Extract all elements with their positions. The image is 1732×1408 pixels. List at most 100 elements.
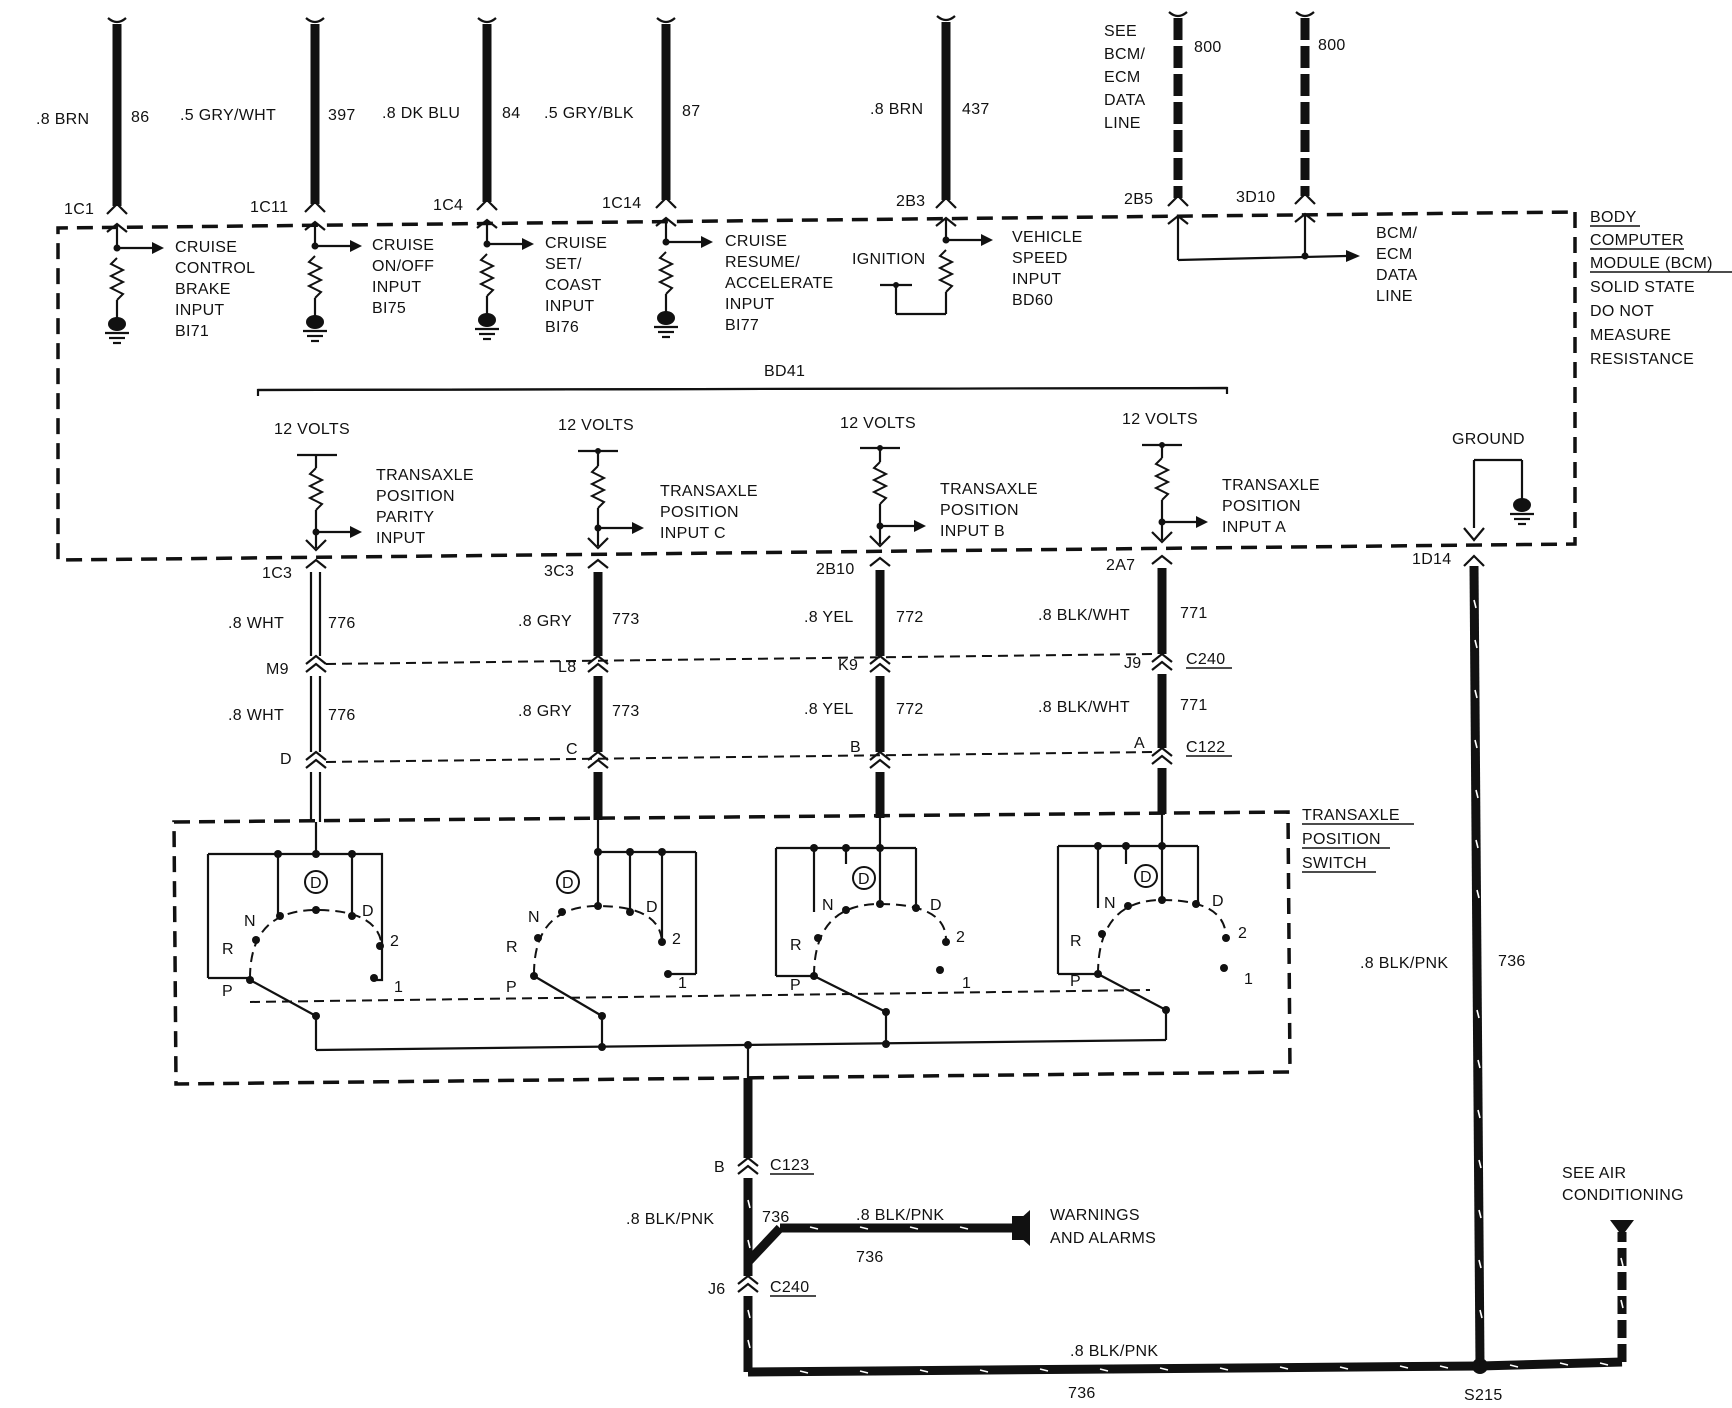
svg-text:D: D	[646, 899, 658, 916]
top-2-gauge: .5 GRY/WHT	[180, 107, 276, 124]
ground-label: GROUND	[1452, 431, 1525, 448]
ti-1-c240-pin: M9	[266, 661, 289, 678]
bd41-bracket	[256, 386, 1229, 396]
ti-4-circuit-2: 771	[1180, 697, 1208, 714]
top-5-label: VEHICLE SPEED INPUT BD60	[1012, 229, 1087, 309]
ti-2-c122-pin: C	[566, 741, 578, 758]
ti-1-c122-pin: D	[280, 751, 292, 768]
ti-4-c240-pin: J9	[1124, 655, 1142, 672]
top-2-circuit: 397	[328, 107, 356, 124]
svg-text:2: 2	[956, 929, 965, 946]
ti-2-gauge-2: .8 GRY	[518, 703, 572, 720]
bottom-circuit: 736	[1068, 1385, 1096, 1402]
see-ac-label: SEE AIR CONDITIONING	[1562, 1165, 1684, 1204]
ti-1-label: TRANSAXLE POSITION PARITY INPUT	[376, 467, 479, 547]
ti-3-gauge-1: .8 YEL	[804, 609, 854, 626]
branch-gauge: .8 BLK/PNK	[856, 1207, 944, 1224]
bcm-note: SOLID STATE DO NOT MEASURE RESISTANCE	[1590, 279, 1700, 368]
top-2-label: CRUISE ON/OFF INPUT BI75	[372, 237, 439, 317]
bottom-gauge: .8 BLK/PNK	[1070, 1343, 1158, 1360]
data-line-circuit-2: 800	[1318, 37, 1346, 54]
top-5-gauge: .8 BRN	[870, 101, 923, 118]
top-5-circuit: 437	[962, 101, 990, 118]
svg-text:N: N	[1104, 895, 1116, 912]
data-line-circuit-1: 800	[1194, 39, 1222, 56]
switch-common-bus	[315, 1038, 1167, 1052]
top-3-gauge: .8 DK BLU	[382, 105, 460, 122]
switch-section-2	[530, 848, 698, 1046]
top-3-circuit: 84	[502, 105, 520, 122]
ti-1-circuit-2: 776	[328, 707, 356, 724]
ti-4-circuit-1: 771	[1180, 605, 1208, 622]
svg-text:N: N	[244, 913, 256, 930]
top-5-pin: 2B3	[896, 193, 925, 210]
ti-3-gauge-2: .8 YEL	[804, 701, 854, 718]
top-1-pin: 1C1	[64, 201, 94, 218]
ti-4-label: TRANSAXLE POSITION INPUT A	[1222, 477, 1325, 536]
warnings-label: WARNINGS AND ALARMS	[1050, 1207, 1156, 1247]
top-input-4	[654, 17, 713, 339]
svg-text:D: D	[1212, 893, 1224, 910]
ti-2-gauge-1: .8 GRY	[518, 613, 572, 630]
switch-position-labels: D N D R 2 P 1 D N D R 2 P 1 D N D R 2 P …	[222, 869, 1253, 1000]
ti-1-gauge-1: .8 WHT	[228, 615, 284, 632]
top-2-pin: 1C11	[250, 199, 288, 216]
ti-3-pin: 2B10	[816, 561, 855, 578]
svg-text:2: 2	[672, 931, 681, 948]
top-4-pin: 1C14	[602, 195, 641, 212]
bcm-name: BODY COMPUTER MODULE (BCM)	[1590, 209, 1713, 272]
ti-1-volts: 12 VOLTS	[274, 421, 350, 438]
data-line-pin-1: 2B5	[1124, 191, 1153, 208]
ti-3-volts: 12 VOLTS	[840, 415, 916, 432]
top-input-3	[475, 17, 534, 341]
bd41-label: BD41	[764, 363, 805, 380]
svg-text:P: P	[790, 977, 801, 994]
transaxle-input-2-circuit	[578, 448, 644, 550]
wire-776	[305, 558, 327, 822]
bottom-left-circuit: 736	[762, 1209, 790, 1226]
wire-771	[1151, 554, 1173, 848]
ti-4-c122-pin: A	[1134, 735, 1145, 752]
bcm-boundary	[56, 210, 1577, 562]
ti-2-c240-pin: L8	[558, 659, 576, 676]
c122-label: C122	[1186, 739, 1225, 756]
svg-text:N: N	[822, 897, 834, 914]
data-line-pin-2: 3D10	[1236, 189, 1275, 206]
switch-section-1	[206, 822, 384, 1050]
data-line-label: BCM/ ECM DATA LINE	[1376, 225, 1422, 305]
ti-1-gauge-2: .8 WHT	[228, 707, 284, 724]
ti-4-gauge-1: .8 BLK/WHT	[1038, 607, 1130, 624]
transaxle-input-1-circuit	[297, 453, 362, 552]
bottom-c240-pin: J6	[708, 1281, 726, 1298]
top-1-gauge: .8 BRN	[36, 111, 89, 128]
ignition-label: IGNITION	[852, 251, 926, 268]
splice-label: S215	[1464, 1387, 1503, 1404]
svg-text:R: R	[506, 939, 518, 956]
ti-3-circuit-2: 772	[896, 701, 924, 718]
c122-row	[325, 751, 1153, 763]
right-circuit: 736	[1498, 953, 1526, 970]
ti-4-volts: 12 VOLTS	[1122, 411, 1198, 428]
wire-772	[869, 556, 891, 850]
bottom-c240-label: C240	[770, 1279, 809, 1296]
svg-text:N: N	[528, 909, 540, 926]
svg-text:P: P	[506, 979, 517, 996]
svg-text:D: D	[310, 875, 322, 892]
ti-3-circuit-1: 772	[896, 609, 924, 626]
svg-text:1: 1	[1244, 971, 1253, 988]
wire-736-ac	[1479, 1220, 1634, 1371]
ti-1-pin: 1C3	[262, 565, 292, 582]
data-line-wires	[1167, 11, 1360, 262]
ti-2-label: TRANSAXLE POSITION INPUT C	[660, 483, 763, 542]
top-3-pin: 1C4	[433, 197, 463, 214]
svg-text:D: D	[362, 903, 374, 920]
svg-text:2: 2	[390, 933, 399, 950]
ti-2-circuit-1: 773	[612, 611, 640, 628]
ti-4-pin: 2A7	[1106, 557, 1135, 574]
wire-736-left	[737, 1045, 1481, 1377]
branch-circuit: 736	[856, 1249, 884, 1266]
switch-section-4	[1056, 842, 1230, 1040]
svg-text:D: D	[858, 871, 870, 888]
ti-2-volts: 12 VOLTS	[558, 417, 634, 434]
top-input-5	[880, 15, 993, 316]
